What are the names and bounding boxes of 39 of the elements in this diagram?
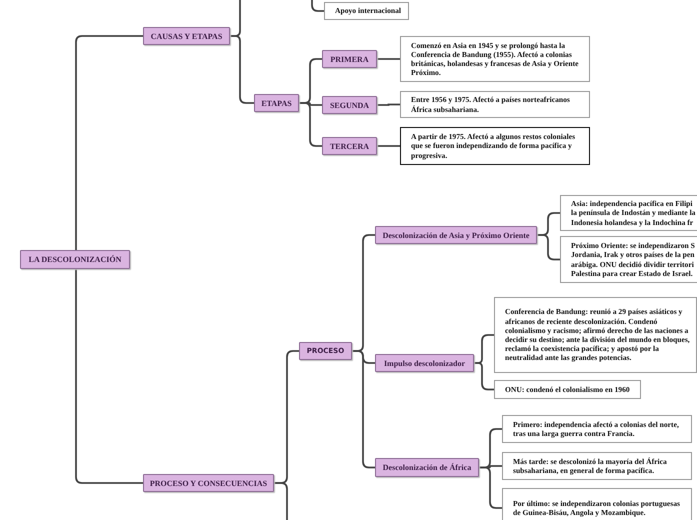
connector-line [377, 145, 400, 147]
node-text: LA DESCOLONIZACIÓN [28, 255, 122, 264]
node-text: Descolonización de Asia y Próximo Oriente [382, 230, 530, 240]
node-text: SEGUNDA [330, 100, 370, 110]
note-box [560, 195, 697, 231]
note-box [400, 127, 590, 165]
node-text: Impulso descolonizador [384, 358, 466, 368]
topic-box [375, 458, 479, 477]
node-text: CAUSAS Y ETAPAS [150, 32, 222, 40]
node-text: PROCESO Y CONSECUENCIAS [150, 478, 268, 488]
connector-line [311, 0, 324, 12]
topic-box [20, 250, 130, 269]
node-text: TERCERA [330, 142, 370, 150]
note-box [560, 236, 697, 283]
topic-box [375, 226, 537, 244]
note-box [502, 488, 692, 520]
connector-line [274, 482, 288, 520]
connector-line [377, 104, 400, 106]
note-box [400, 91, 590, 118]
topic-box [254, 94, 299, 112]
node-text: Descolonización de África [382, 463, 472, 472]
connector-line [377, 58, 400, 60]
note-box [324, 2, 409, 20]
note-box [494, 297, 697, 373]
note-box [502, 452, 692, 480]
node-text: ETAPAS [261, 98, 292, 108]
topic-box [322, 137, 377, 155]
topic-box [375, 354, 474, 372]
topic-box [322, 96, 377, 114]
topic-box [322, 50, 377, 68]
connector-line [75, 269, 143, 484]
topic-box [143, 474, 274, 492]
note-box [494, 380, 641, 399]
note-box [502, 415, 692, 443]
connector-line [75, 35, 143, 250]
topic-box [143, 27, 230, 45]
note-box [400, 36, 590, 82]
node-text: PRIMERA [330, 54, 369, 64]
topic-box [299, 342, 352, 360]
